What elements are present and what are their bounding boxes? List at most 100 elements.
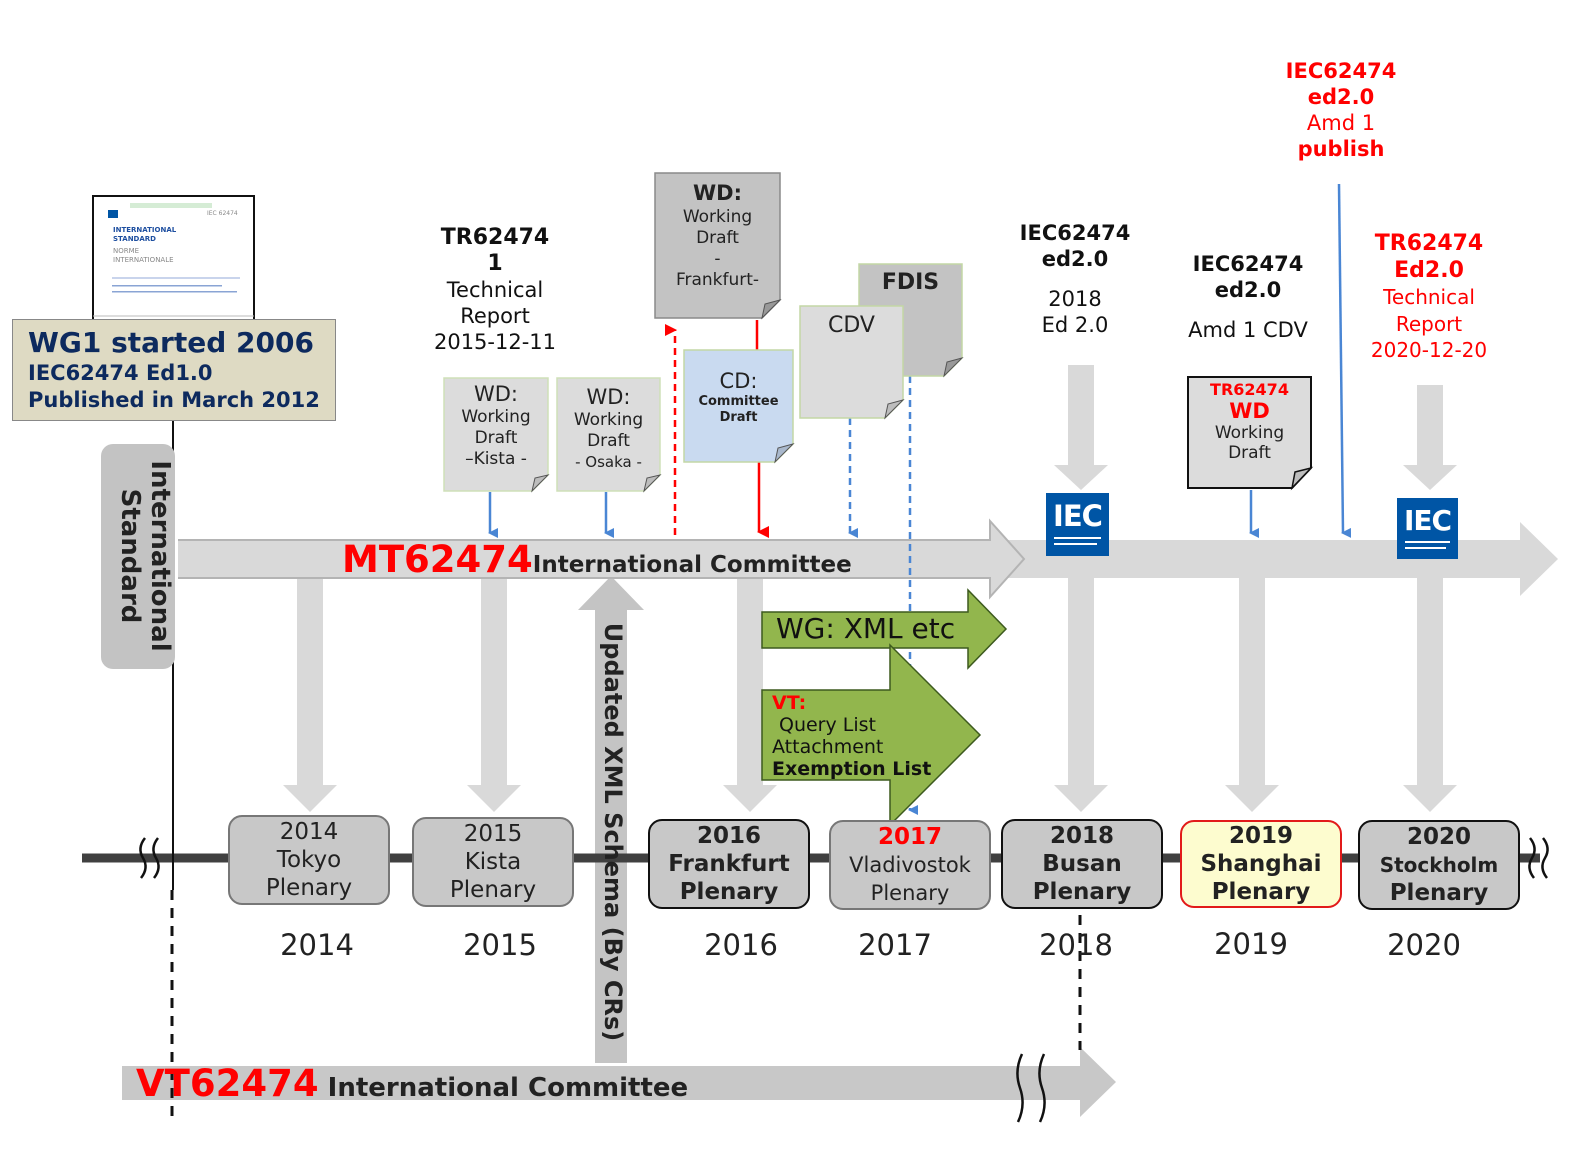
tr-ed2-arrow [1403, 385, 1457, 490]
vt-box-query: Query List [779, 714, 876, 736]
cd-fold [774, 443, 795, 464]
iec-amd-cdv: Amd 1 CDV [1188, 318, 1308, 342]
plenary-2018: 2018 Busan Plenary [1001, 819, 1163, 909]
wd-kista-place: –Kista - [465, 449, 527, 469]
wd-frankfurt-draft: Draft [696, 228, 739, 248]
year-label-2015: 2015 [463, 928, 537, 962]
down-arrow-2020 [1403, 578, 1457, 812]
down-arrow-2014 [283, 578, 337, 812]
plenary-2014-label: Plenary [265, 875, 353, 901]
tr1-code: TR62474 [440, 225, 550, 250]
doc-thumb-title: INTERNATIONAL STANDARD [113, 226, 176, 244]
plenary-2017-city: Vladivostok [849, 853, 971, 877]
plenary-2017-year: 2017 [877, 824, 942, 850]
break-mark-left [139, 837, 160, 879]
plenary-2016-year: 2016 [696, 823, 761, 849]
wd-frankfurt-working: Working [682, 207, 753, 227]
doc-thumb-line-d: INTERNATIONALE [113, 256, 174, 264]
wg1-title: WG1 started 2006 [28, 326, 314, 359]
tr-ed2-text: TR62474 Ed2.0 Technical Report 2020-12-2… [1354, 231, 1504, 364]
cd-committee: Committee [698, 394, 779, 409]
wd-kista-draft: Draft [474, 428, 518, 448]
plenary-2014: 2014 Tokyo Plenary [228, 815, 390, 905]
vt-box-exemption: Exemption List [772, 758, 932, 780]
year-label-2019: 2019 [1214, 927, 1288, 961]
doc-thumb-line-a: INTERNATIONAL [113, 226, 177, 234]
cd-title: CD: [719, 369, 758, 393]
tr1-technical: Technical [446, 278, 544, 302]
wd-osaka-draft: Draft [587, 431, 630, 451]
tr1-text: TR62474 1 Technical Report 2015-12-11 [425, 225, 565, 355]
wd-osaka-title: WD: [586, 385, 631, 409]
wd-frankfurt-fold [761, 299, 782, 320]
plenary-2015-label: Plenary [449, 877, 537, 903]
plenary-2016-label: Plenary [679, 879, 779, 905]
plenary-2020-year: 2020 [1406, 824, 1471, 850]
wd-osaka-working: Working [573, 410, 644, 430]
vt-box-text: VT: Query List Attachment Exemption List [772, 692, 931, 780]
plenary-2014-year: 2014 [279, 819, 339, 845]
mt-inner-arrow-outline [178, 518, 1026, 600]
wd-frankfurt-dash: - [714, 249, 721, 269]
amd-publish-edition: ed2.0 [1307, 85, 1375, 109]
plenary-2018-city: Busan [1042, 851, 1122, 877]
vt-label: International Committee [327, 1073, 689, 1103]
tr-ed2-date: 2020-12-20 [1370, 338, 1488, 362]
doc-thumb-banner [130, 203, 212, 208]
tr-wd-code: TR62474 [1210, 380, 1289, 399]
tr-ed2-edition: Ed2.0 [1394, 257, 1464, 283]
amd-publish-code: IEC62474 [1285, 59, 1397, 83]
plenary-2019-label: Plenary [1211, 879, 1311, 905]
iec-logo-2020-text: IEC [1403, 504, 1452, 537]
doc-thumb-code: IEC 62474 [207, 210, 238, 217]
intl-standard-label: International Standard [101, 446, 175, 666]
iec-logo-2018: IEC [1046, 493, 1109, 556]
wd-osaka-text: WD: Working Draft - Osaka - [557, 385, 660, 473]
plenary-2020: 2020 Stockholm Plenary [1358, 820, 1520, 910]
wd-frankfurt-title: WD: [693, 181, 742, 205]
tr-ed2-report: Report [1395, 311, 1463, 336]
vt-committee-label: VT62474 International Committee [136, 1062, 688, 1105]
tr-wd-wd: WD [1229, 399, 1270, 423]
iec-amd-code: IEC62474 [1192, 252, 1304, 276]
vt-box-attachment: Attachment [772, 736, 884, 758]
xml-schema-label: Updated XML Schema (By CRs) [599, 622, 627, 1042]
amd-publish-arrow [1337, 183, 1352, 538]
year-label-2014: 2014 [280, 928, 354, 962]
wd-kista-working: Working [461, 407, 531, 427]
doc-thumb-subtitle: NORME INTERNATIONALE [113, 247, 174, 265]
break-mark-vt [1016, 1053, 1046, 1123]
down-arrow-2016 [723, 578, 777, 812]
plenary-2016: 2016 Frankfurt Plenary [648, 819, 810, 909]
plenary-2016-city: Frankfurt [668, 851, 790, 877]
doc-thumb-line-b: STANDARD [113, 235, 156, 243]
amd-publish-text: IEC62474 ed2.0 Amd 1 publish [1266, 58, 1416, 162]
intl-standard-pill [101, 444, 175, 669]
fdis-fold [943, 357, 964, 378]
plenary-2014-city: Tokyo [276, 847, 342, 873]
plenary-2015: 2015 Kista Plenary [412, 817, 574, 907]
plenary-2017-label: Plenary [870, 881, 950, 905]
intl-standard-line2: Standard [115, 488, 145, 624]
down-arrow-2019 [1225, 578, 1279, 812]
plenary-2017: 2017 Vladivostok Plenary [829, 820, 991, 910]
plenary-2019-year: 2019 [1228, 823, 1293, 849]
cd-text: CD: Committee Draft [684, 368, 793, 426]
plenary-2019: 2019 Shanghai Plenary [1180, 820, 1342, 908]
amd-publish-publish: publish [1297, 137, 1385, 161]
tr1-number: 1 [487, 251, 503, 276]
fdis-label: FDIS [881, 270, 940, 295]
mt-code: MT62474 [342, 538, 533, 581]
cdv-label: CDV [828, 313, 875, 338]
down-arrow-2015 [467, 578, 521, 812]
tr-wd-text: TR62474 WD Working Draft [1188, 380, 1311, 463]
intl-standard-line1: International [145, 460, 175, 652]
iec-logo-2018-text: IEC [1053, 499, 1103, 533]
plenary-2019-city: Shanghai [1200, 851, 1322, 877]
iec-ed2-code: IEC62474 [1019, 221, 1131, 245]
cd-draft: Draft [719, 410, 758, 425]
plenary-2020-label: Plenary [1389, 880, 1489, 906]
mt-label: International Committee [532, 552, 852, 578]
